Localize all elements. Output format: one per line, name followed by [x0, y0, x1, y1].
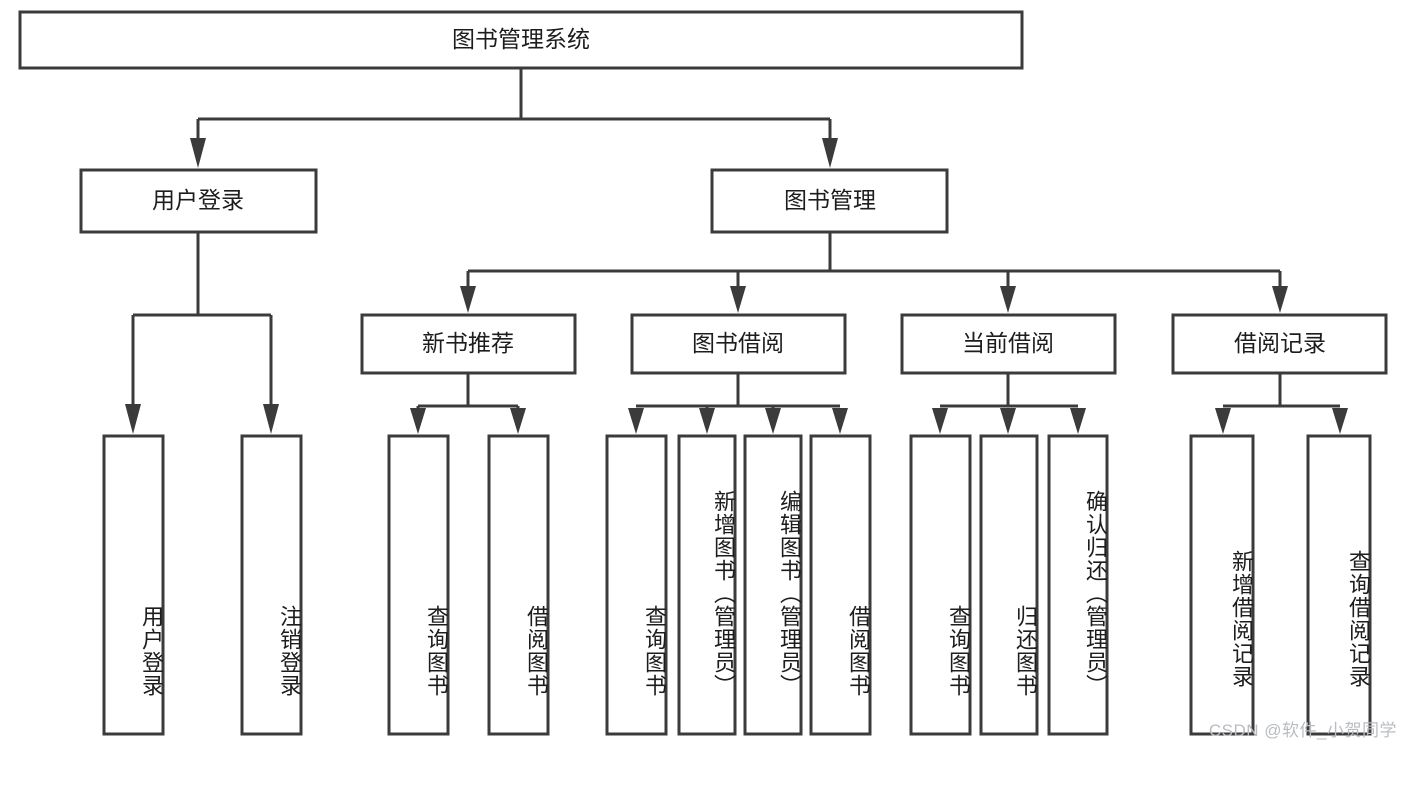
node-leaf-borrow-book-1-box[interactable]	[487, 434, 550, 736]
node-leaf-query-book-2-box[interactable]	[605, 434, 668, 736]
node-root-box[interactable]	[18, 10, 1024, 70]
arrow-leaf-logout	[263, 404, 279, 434]
node-book-borrow[interactable]: 图书借阅	[630, 313, 847, 375]
node-book-manage-label: 图书管理	[784, 187, 876, 213]
node-user-login-label: 用户登录	[152, 187, 244, 213]
node-root-label: 图书管理系统	[452, 26, 590, 52]
node-borrow-record-label: 借阅记录	[1234, 330, 1326, 356]
node-book-borrow-label: 图书借阅	[692, 330, 784, 356]
node-leaf-edit-book-box[interactable]	[743, 434, 803, 736]
node-new-book-recommend-box[interactable]	[360, 313, 577, 375]
node-leaf-query-book-3-box[interactable]	[909, 434, 972, 736]
arrow-leaf-confirm-return	[1070, 408, 1086, 434]
arrow-leaf-query-book-3	[932, 408, 948, 434]
node-new-book-recommend-label: 新书推荐	[422, 330, 514, 356]
arrow-leaf-user-login	[125, 404, 141, 434]
arrow-leaf-query-book-2	[628, 408, 644, 434]
flowchart-canvas: 图书管理系统 用户登录 图书管理 新书推荐 图书借阅 当前借阅 借阅记录	[18, 10, 1397, 740]
arrow-to-user-login	[190, 138, 206, 168]
node-leaf-add-book-box[interactable]	[677, 434, 737, 736]
arrow-leaf-borrow-book-2	[832, 408, 848, 434]
node-leaf-return-book-box[interactable]	[979, 434, 1039, 736]
arrow-leaf-edit-book	[765, 408, 781, 434]
node-leaf-user-login-box[interactable]	[102, 434, 165, 736]
node-leaf-logout-box[interactable]	[240, 434, 303, 736]
node-leaf-add-record-box[interactable]	[1189, 434, 1255, 736]
node-root[interactable]: 图书管理系统	[18, 10, 1024, 70]
node-leaf-borrow-book-2-box[interactable]	[809, 434, 872, 736]
arrow-leaf-add-book	[699, 408, 715, 434]
node-leaf-query-record-box[interactable]	[1306, 434, 1372, 736]
arrow-leaf-borrow-book-1	[510, 408, 526, 434]
arrow-new-book-recommend	[460, 286, 476, 313]
node-book-manage-box[interactable]	[710, 168, 949, 234]
node-leaf-query-book-1-box[interactable]	[387, 434, 450, 736]
node-current-borrow[interactable]: 当前借阅	[900, 313, 1117, 375]
flowchart-svg: 图书管理系统 用户登录 图书管理 新书推荐 图书借阅 当前借阅 借阅记录	[18, 10, 1388, 736]
node-book-manage[interactable]: 图书管理	[710, 168, 949, 234]
arrow-book-borrow	[730, 286, 746, 313]
node-current-borrow-label: 当前借阅	[962, 330, 1054, 356]
arrow-to-book-manage	[822, 138, 838, 168]
node-leaf-confirm-return-box[interactable]	[1047, 434, 1109, 736]
node-borrow-record[interactable]: 借阅记录	[1171, 313, 1388, 375]
arrow-leaf-return-book	[1000, 408, 1016, 434]
connector-group	[125, 68, 1348, 434]
node-borrow-record-box[interactable]	[1171, 313, 1388, 375]
node-user-login-box[interactable]	[79, 168, 318, 234]
node-current-borrow-box[interactable]	[900, 313, 1117, 375]
arrow-leaf-query-record	[1332, 408, 1348, 434]
node-user-login[interactable]: 用户登录	[79, 168, 318, 234]
watermark-text: CSDN @软件_小贺同学	[1208, 721, 1397, 740]
arrow-leaf-query-book-1	[410, 408, 426, 434]
arrow-borrow-record	[1272, 286, 1288, 313]
arrow-leaf-add-record	[1215, 408, 1231, 434]
node-book-borrow-box[interactable]	[630, 313, 847, 375]
node-new-book-recommend[interactable]: 新书推荐	[360, 313, 577, 375]
arrow-current-borrow	[1000, 286, 1016, 313]
